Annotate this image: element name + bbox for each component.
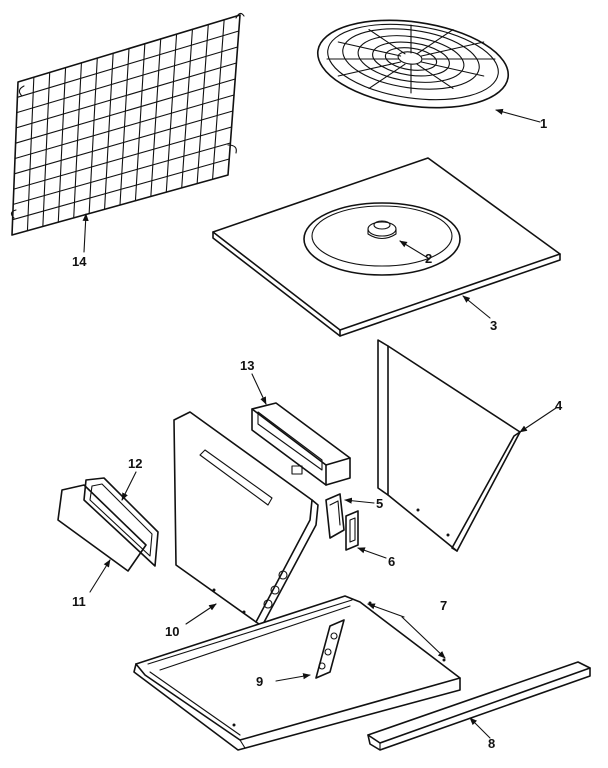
part-label-2: 2	[425, 251, 432, 266]
part-label-9: 9	[256, 674, 263, 689]
fan-motor-mount-part	[303, 202, 461, 276]
gasket-part	[83, 477, 159, 567]
coil-guard-part	[10, 12, 245, 236]
base-pan-part	[133, 595, 461, 751]
top-panel-part	[212, 157, 561, 337]
bracket-part	[325, 493, 345, 539]
part-label-6: 6	[388, 554, 395, 569]
part-label-13: 13	[240, 358, 254, 373]
part-label-11: 11	[72, 594, 86, 609]
part-label-1: 1	[540, 116, 547, 131]
part-label-12: 12	[128, 456, 142, 471]
leader-arrows	[82, 108, 557, 739]
part-label-14: 14	[72, 254, 87, 269]
part-labels: 1 2 3 4 5 6 7 8 9 10 11 12 13 14	[72, 116, 563, 751]
fan-guard-part	[316, 19, 510, 109]
part-label-4: 4	[555, 398, 563, 413]
terminal-block-part	[315, 619, 345, 679]
base-rail-part	[367, 661, 591, 751]
part-label-5: 5	[376, 496, 383, 511]
part-label-3: 3	[490, 318, 497, 333]
part-label-7: 7	[440, 598, 447, 613]
side-panel-part	[377, 339, 521, 552]
part-label-10: 10	[165, 624, 179, 639]
control-panel-part	[173, 411, 319, 627]
duct-part	[251, 402, 351, 486]
part-label-8: 8	[488, 736, 495, 751]
switch-bracket-part	[345, 510, 359, 551]
access-cover-part	[57, 484, 147, 572]
